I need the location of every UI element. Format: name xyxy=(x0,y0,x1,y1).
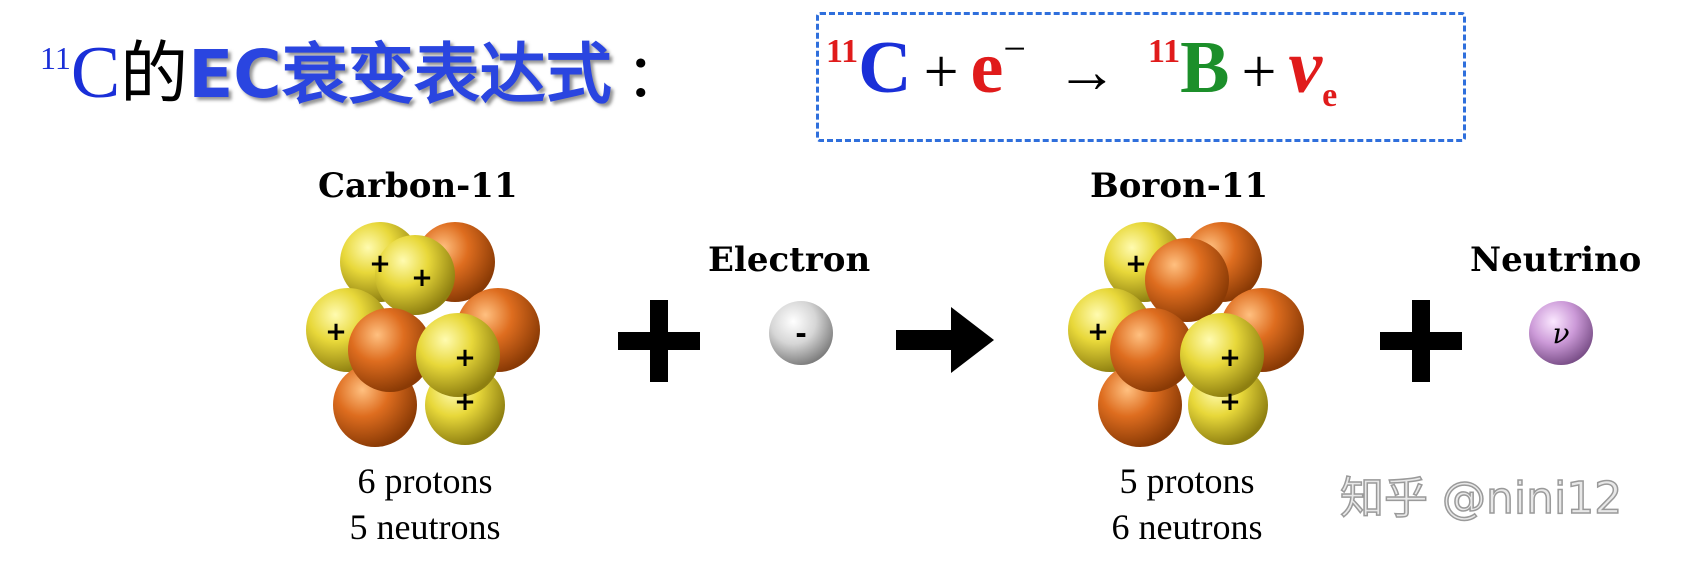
neutron xyxy=(1110,308,1194,392)
equation-box xyxy=(816,12,1466,142)
proton xyxy=(1180,313,1264,397)
neutrino-ball xyxy=(1529,301,1593,365)
boron-11-label: Boron-11 xyxy=(1090,166,1269,206)
carbon-11-label: Carbon-11 xyxy=(318,166,518,206)
proton-charge: + xyxy=(369,249,391,279)
eq-plus-2: + xyxy=(1241,38,1277,106)
eq-arrow: → xyxy=(1055,38,1118,106)
eq-boron-symbol: B xyxy=(1180,27,1230,109)
electron-ball xyxy=(769,301,833,365)
proton-charge: + xyxy=(1219,387,1241,417)
eq-carbon-mass: 11 xyxy=(826,33,859,70)
title-element: C xyxy=(70,32,121,114)
title-emphasis: EC衰变表达式 xyxy=(188,36,612,113)
equation: 11 C + e − → 11 B + ν e xyxy=(826,24,1337,134)
plus-sign-1 xyxy=(618,300,700,382)
eq-plus-1: + xyxy=(923,38,959,106)
title: 11 C 的 EC衰变表达式 ： xyxy=(40,18,686,118)
watermark: 知乎 @nini12 xyxy=(1339,472,1623,525)
eq-electron: e xyxy=(970,27,1004,109)
eq-neutrino-subscript: e xyxy=(1322,77,1338,114)
carbon-11-nucleus: + + + + + xyxy=(306,222,540,447)
boron-11-neutrons: 6 neutrons xyxy=(1111,507,1263,547)
boron-11-nucleus: + + + + xyxy=(1068,222,1304,447)
eq-boron-mass: 11 xyxy=(1147,33,1181,70)
neutrino-label: Neutrino xyxy=(1470,240,1642,280)
proton-charge: + xyxy=(1125,249,1147,279)
electron-sphere: - xyxy=(769,301,833,365)
arrow-icon xyxy=(896,307,994,373)
proton-charge: + xyxy=(325,317,347,347)
proton-charge: + xyxy=(454,343,476,373)
electron-sign: - xyxy=(795,317,807,350)
proton-charge: + xyxy=(1219,343,1241,373)
title-colon: ： xyxy=(625,42,686,112)
title-de: 的 xyxy=(120,35,189,114)
boron-11-protons: 5 protons xyxy=(1119,461,1255,501)
proton-charge: + xyxy=(454,387,476,417)
proton xyxy=(416,313,500,397)
eq-neutrino: ν xyxy=(1288,25,1323,109)
eq-carbon-symbol: C xyxy=(858,27,912,109)
carbon-11-neutrons: 5 neutrons xyxy=(349,507,501,547)
eq-electron-charge: − xyxy=(1003,26,1026,71)
proton xyxy=(375,235,455,315)
neutrino-symbol: ν xyxy=(1552,317,1569,350)
neutron xyxy=(348,308,432,392)
plus-sign-2 xyxy=(1380,300,1462,382)
carbon-11-protons: 6 protons xyxy=(357,461,493,501)
title-mass-number: 11 xyxy=(40,40,71,76)
neutrino-sphere: ν xyxy=(1529,301,1593,365)
electron-label: Electron xyxy=(708,240,871,280)
proton-charge: + xyxy=(1087,317,1109,347)
proton-charge: + xyxy=(411,263,433,293)
neutron xyxy=(1145,238,1229,322)
